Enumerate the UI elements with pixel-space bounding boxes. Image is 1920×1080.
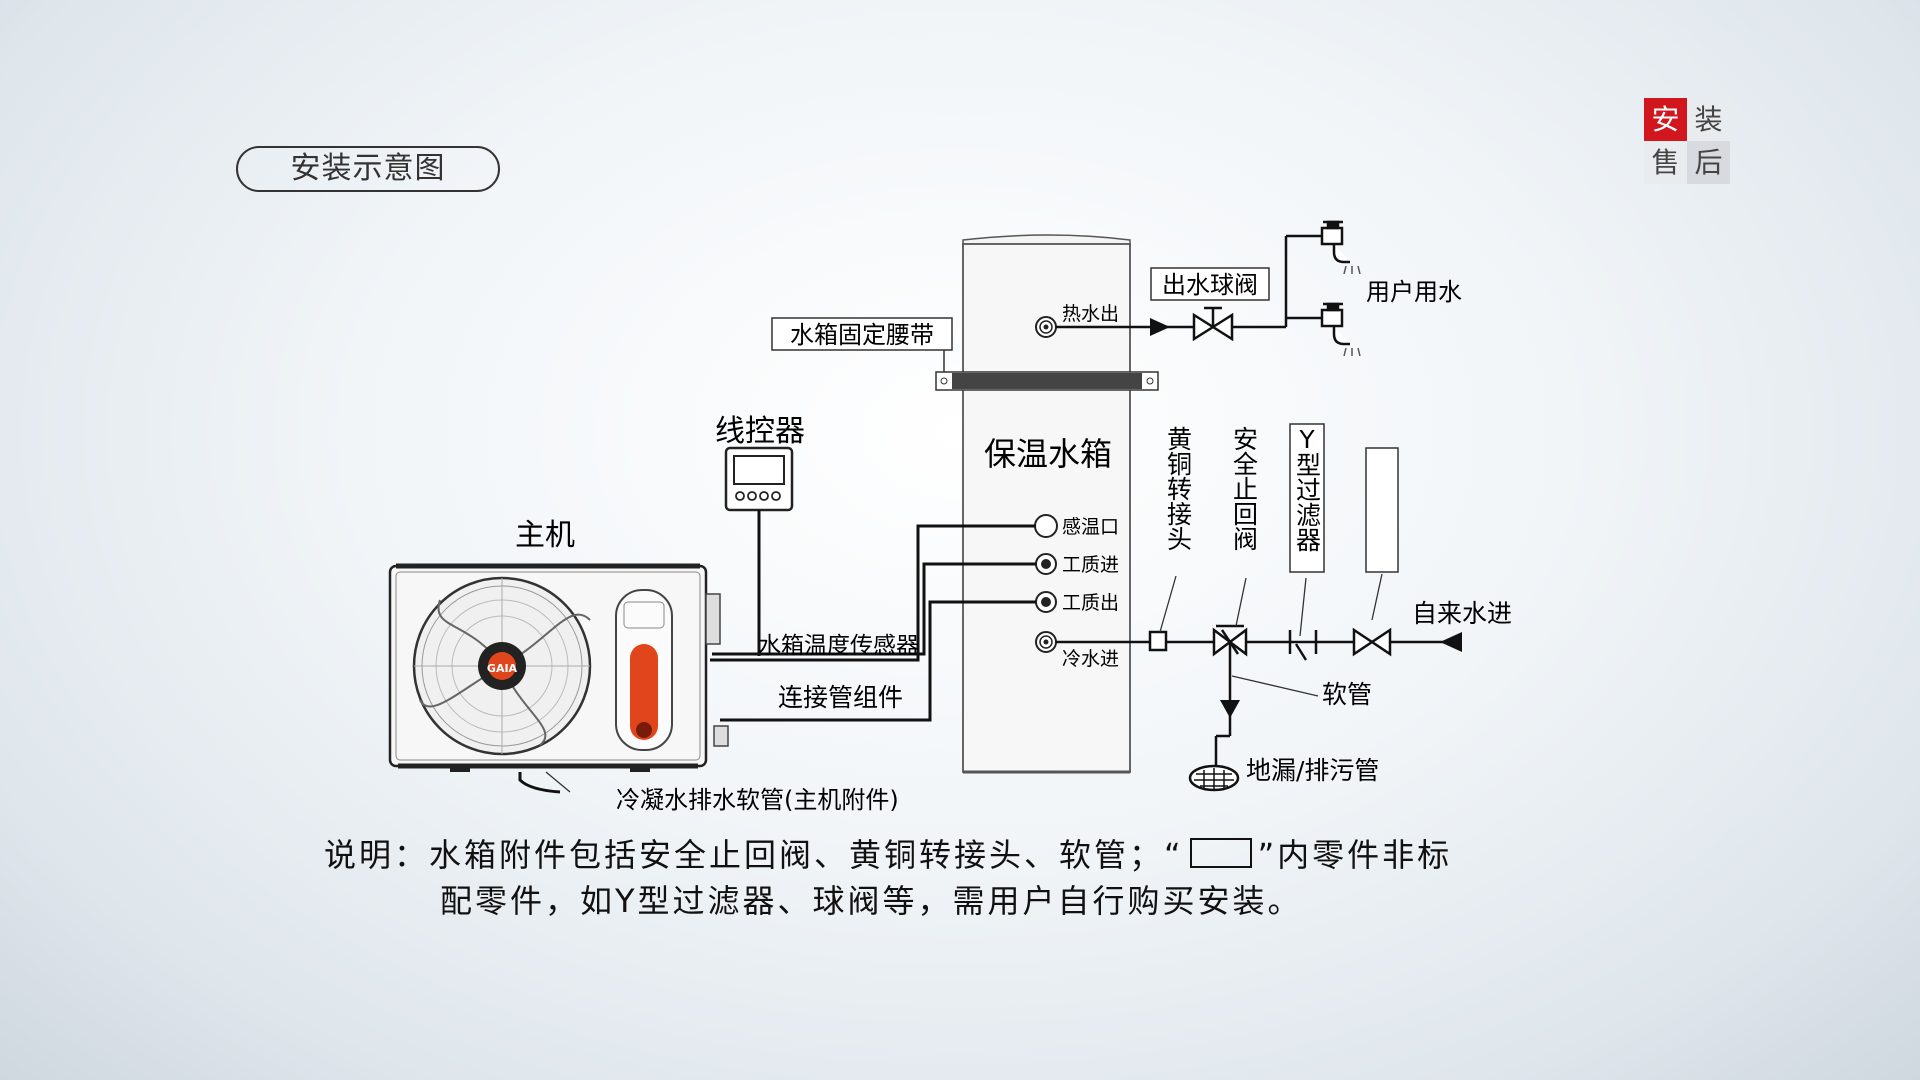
badge-cell-2: 装	[1687, 98, 1730, 141]
note-suffix: ”内零件非标	[1257, 836, 1453, 874]
label-temp-port: 感温口	[1062, 516, 1119, 538]
outlet-valve-label-box	[1150, 267, 1270, 301]
flow-down-arrow-icon	[1220, 700, 1240, 718]
hot-water-piping	[1056, 234, 1322, 329]
brand-logo: GAIA	[487, 662, 518, 675]
installation-note: 说明：水箱附件包括安全止回阀、黄铜转接头、软管；“ ”内零件非标 配零件，如Y型过…	[324, 832, 1624, 924]
label-refrigerant-in: 工质进	[1062, 554, 1119, 576]
note-prefix: 说明：水箱附件包括安全止回阀、黄铜转接头、软管；“	[324, 836, 1184, 874]
label-pipe-kit: 连接管组件	[778, 683, 903, 712]
y-filter-icon	[1288, 630, 1318, 661]
tank-belt	[935, 371, 1159, 391]
label-cold-water-in: 冷水进	[1062, 648, 1119, 670]
belt-label-box	[771, 317, 953, 351]
wire-controller	[724, 446, 794, 512]
faucet-icon	[1320, 302, 1350, 346]
fan-icon	[412, 576, 592, 756]
label-tank: 保温水箱	[984, 435, 1112, 473]
label-refrigerant-out: 工质出	[1062, 592, 1119, 614]
label-belt: 水箱固定腰带	[790, 321, 934, 349]
faucet-icon	[1320, 220, 1350, 264]
badge-cell-3: 售	[1644, 141, 1687, 184]
nonstandard-box-mark	[1189, 838, 1252, 868]
y-filter-label-box	[1289, 423, 1325, 573]
tap-inlet-arrow-icon	[1440, 632, 1462, 652]
heat-pump-unit: GAIA	[388, 563, 729, 772]
brass-adapter-icon	[1148, 630, 1168, 652]
title-pill: 安装示意图	[236, 146, 500, 192]
label-hot-water-out: 热水出	[1062, 303, 1119, 325]
label-check-valve: 安全止回阀	[1230, 426, 1259, 551]
control-panel	[615, 589, 673, 751]
label-tank-sensor: 水箱温度传感器	[758, 633, 919, 659]
label-controller: 线控器	[715, 414, 805, 449]
badge-cell-1: 安	[1644, 98, 1687, 141]
label-tap-water-in: 自来水进	[1412, 599, 1512, 628]
service-badge: 安 装 售 后	[1644, 98, 1730, 184]
flow-arrow-icon	[1150, 318, 1170, 336]
label-outlet-valve: 出水球阀	[1162, 271, 1258, 299]
blank-part-label-box	[1365, 447, 1399, 573]
label-brass-adapter: 黄铜转接头	[1164, 426, 1193, 551]
outlet-ball-valve-icon	[1192, 306, 1234, 342]
label-condensate-hose: 冷凝水排水软管(主机附件)	[616, 786, 899, 814]
label-user-water: 用户用水	[1366, 278, 1462, 306]
label-floor-drain: 地漏/排污管	[1246, 756, 1379, 785]
label-y-filter: 型过滤器	[1293, 452, 1322, 552]
note-line-2: 配零件，如Y型过滤器、球阀等，需用户自行购买安装。	[440, 882, 1303, 920]
floor-drain-icon	[1188, 764, 1240, 792]
connection-pipes	[518, 510, 1036, 794]
label-y-filter-letter: Y	[1298, 425, 1315, 454]
badge-cell-4: 后	[1687, 141, 1730, 184]
note-line-1: 说明：水箱附件包括安全止回阀、黄铜转接头、软管；“ ”内零件非标	[324, 832, 1624, 878]
inlet-ball-valve-icon	[1352, 627, 1392, 657]
check-valve-icon	[1212, 624, 1248, 657]
label-hose: 软管	[1322, 680, 1372, 709]
label-host: 主机	[515, 518, 575, 553]
